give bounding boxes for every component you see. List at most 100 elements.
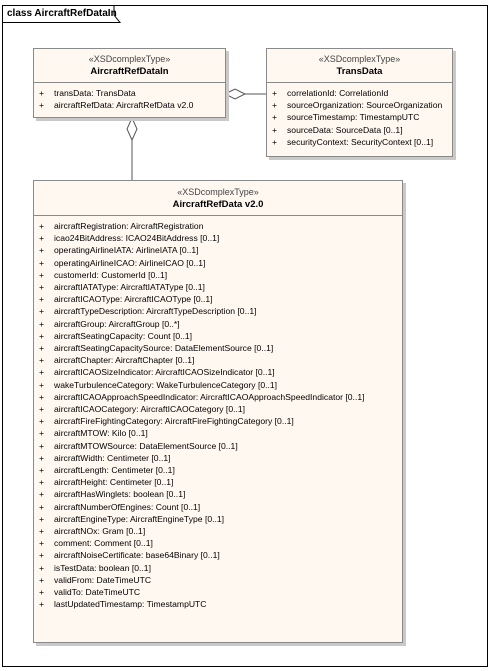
visibility-marker: +	[39, 587, 45, 598]
class-aircraftrefdata-v2[interactable]: «XSDcomplexType» AircraftRefData v2.0 +a…	[33, 180, 403, 643]
visibility-marker: +	[272, 88, 278, 98]
attribute-row: +aircraftLength: Centimeter [0..1]	[34, 464, 402, 476]
attribute-row: + operatingAirlineICAO: AirlineICAO [0..1…	[34, 257, 402, 269]
attribute-text: lastUpdatedTimestamp: TimestampUTC	[54, 599, 207, 610]
class-name: TransData	[336, 66, 383, 77]
visibility-marker: +	[39, 88, 45, 98]
visibility-marker: +	[272, 136, 278, 147]
visibility-marker: +	[39, 391, 45, 402]
attribute-text: operatingAirlineIATA: AirlineIATA [0..1]	[54, 245, 199, 256]
attribute-text: aircraftWidth: Centimeter [0..1]	[54, 452, 171, 463]
attribute-row: + aircraftSeatingCapacity: Count [0..1]	[34, 330, 402, 342]
attribute-list: +transData: TransData +aircraftRefData: …	[34, 83, 225, 111]
attribute-row: + aircraftHasWinglets: boolean [0..1]	[34, 488, 402, 500]
class-stereotype: «XSDcomplexType»	[318, 54, 401, 64]
attribute-text: aircraftRefData: AircraftRefData v2.0	[54, 100, 194, 111]
visibility-marker: +	[39, 245, 45, 256]
attribute-row: + correlationId: CorrelationId	[267, 87, 452, 99]
class-header: «XSDcomplexType» AircraftRefDataIn	[34, 49, 225, 83]
attribute-text: validTo: DateTimeUTC	[54, 587, 141, 598]
class-name: AircraftRefData v2.0	[172, 199, 264, 210]
attribute-text: aircraftMTOWSource: DataElementSource [0…	[54, 440, 238, 451]
visibility-marker: +	[39, 477, 45, 488]
visibility-marker: +	[39, 489, 45, 500]
visibility-marker: +	[39, 233, 45, 244]
visibility-marker: +	[39, 269, 45, 280]
visibility-marker: +	[39, 550, 45, 561]
attribute-row: +aircraftICAOApproachSpeedIndicator: Air…	[34, 391, 402, 403]
attribute-text: aircraftTypeDescription: AircraftTypeDes…	[54, 306, 257, 317]
attribute-text: operatingAirlineICAO: AirlineICAO [0..1]	[54, 257, 206, 268]
visibility-marker: +	[39, 404, 45, 415]
attribute-text: validFrom: DateTimeUTC	[54, 574, 152, 585]
visibility-marker: +	[272, 124, 278, 135]
attribute-row: +aircraftTypeDescription: AircraftTypeDe…	[34, 305, 402, 317]
attribute-list: +correlationId: CorrelationId +sourceOrg…	[267, 83, 452, 148]
attribute-text: isTestData: boolean [0..1]	[54, 562, 151, 573]
attribute-text: aircraftSeatingCapacity: Count [0..1]	[54, 330, 193, 341]
attribute-row: + sourceTimestamp: TimestampUTC	[267, 111, 452, 123]
attribute-row: + aircraftNumberOfEngines: Count [0..1]	[34, 501, 402, 513]
visibility-marker: +	[39, 599, 45, 610]
visibility-marker: +	[39, 330, 45, 341]
attribute-text: aircraftRegistration: AircraftRegistrati…	[54, 221, 204, 231]
attribute-list: + aircraftRegistration: AircraftRegistrat…	[34, 216, 402, 611]
attribute-row: + aircraftICAOCategory: AircraftICAOCateg…	[34, 403, 402, 415]
visibility-marker: +	[39, 221, 45, 231]
visibility-marker: +	[39, 343, 45, 354]
attribute-row: +securityContext: SecurityContext [0..1]	[267, 136, 452, 148]
visibility-marker: +	[39, 526, 45, 537]
attribute-text: aircraftICAOSizeIndicator: AircraftICAOS…	[54, 367, 275, 378]
attribute-text: aircraftICAOType: AircraftICAOType [0..1…	[54, 294, 213, 305]
attribute-row: + icao24BitAddress: ICAO24BitAddress [0..…	[34, 232, 402, 244]
attribute-row: +aircraftMTOWSource: DataElementSource […	[34, 440, 402, 452]
attribute-text: aircraftHeight: Centimeter [0..1]	[54, 477, 174, 488]
attribute-text: aircraftGroup: AircraftGroup [0..*]	[54, 318, 180, 329]
visibility-marker: +	[39, 416, 45, 427]
visibility-marker: +	[39, 367, 45, 378]
attribute-text: correlationId: CorrelationId	[287, 88, 389, 98]
visibility-marker: +	[39, 294, 45, 305]
attribute-row: +wakeTurbulenceCategory: WakeTurbulenceC…	[34, 379, 402, 391]
attribute-row: + aircraftRegistration: AircraftRegistrat…	[34, 220, 402, 232]
attribute-row: +sourceData: SourceData [0..1]	[267, 124, 452, 136]
attribute-row: + aircraftWidth: Centimeter [0..1]	[34, 452, 402, 464]
attribute-row: + isTestData: boolean [0..1]	[34, 562, 402, 574]
visibility-marker: +	[39, 452, 45, 463]
diagram-title: class AircraftRefDataIn	[7, 8, 117, 19]
visibility-marker: +	[272, 112, 278, 123]
attribute-row: +aircraftEngineType: AircraftEngineType …	[34, 513, 402, 525]
visibility-marker: +	[39, 501, 45, 512]
attribute-row: +transData: TransData	[34, 87, 225, 99]
visibility-marker: +	[39, 257, 45, 268]
attribute-text: aircraftICAOCategory: AircraftICAOCatego…	[54, 404, 246, 415]
attribute-text: aircraftMTOW: Kilo [0..1]	[54, 428, 148, 439]
attribute-text: aircraftIATAType: AircraftIATAType [0..1…	[54, 282, 205, 293]
visibility-marker: +	[39, 562, 45, 573]
class-name: AircraftRefDataIn	[90, 66, 169, 77]
attribute-row: + aircraftSeatingCapacitySource: DataElem…	[34, 342, 402, 354]
attribute-text: aircraftEngineType: AircraftEngineType […	[54, 513, 225, 524]
attribute-text: aircraftChapter: AircraftChapter [0..1]	[54, 355, 195, 366]
attribute-row: +aircraftRefData: AircraftRefData v2.0	[34, 99, 225, 111]
attribute-text: aircraftHasWinglets: boolean [0..1]	[54, 489, 186, 500]
attribute-text: aircraftSeatingCapacitySource: DataEleme…	[54, 343, 274, 354]
class-aircraftrefdatain[interactable]: «XSDcomplexType» AircraftRefDataIn +tran…	[33, 48, 226, 118]
attribute-text: aircraftNoiseCertificate: base64Binary […	[54, 550, 220, 561]
attribute-text: sourceTimestamp: TimestampUTC	[287, 112, 420, 123]
attribute-text: icao24BitAddress: ICAO24BitAddress [0..1…	[54, 233, 220, 244]
attribute-row: + operatingAirlineIATA: AirlineIATA [0..1…	[34, 244, 402, 256]
attribute-text: aircraftLength: Centimeter [0..1]	[54, 465, 175, 476]
visibility-marker: +	[39, 318, 45, 329]
attribute-row: + lastUpdatedTimestamp: TimestampUTC	[34, 598, 402, 610]
visibility-marker: +	[39, 282, 45, 293]
attribute-text: comment: Comment [0..1]	[54, 538, 153, 549]
attribute-row: + aircraftICAOSizeIndicator: AircraftICAO…	[34, 366, 402, 378]
class-transdata[interactable]: «XSDcomplexType» TransData + correlationI…	[266, 48, 453, 157]
attribute-text: aircraftNOx: Gram [0..1]	[54, 526, 146, 537]
attribute-text: aircraftNumberOfEngines: Count [0..1]	[54, 501, 201, 512]
visibility-marker: +	[39, 355, 45, 366]
attribute-text: sourceOrganization: SourceOrganization	[287, 100, 443, 111]
attribute-row: +sourceOrganization: SourceOrganization	[267, 99, 452, 111]
